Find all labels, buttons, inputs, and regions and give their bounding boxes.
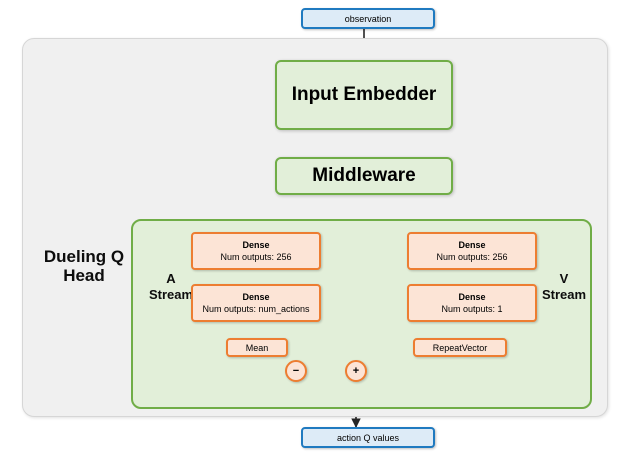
dueling-q-head-label-line1: Dueling Q: [43, 247, 125, 266]
action-q-values-node[interactable]: action Q values: [301, 427, 435, 448]
v-dense-256-detail: Num outputs: 256: [436, 252, 508, 262]
v-dense-1-title: Dense: [458, 292, 486, 302]
action-q-values-label: action Q values: [336, 432, 400, 443]
mean-label: Mean: [245, 342, 269, 353]
add-operator[interactable]: +: [345, 360, 367, 382]
a-dense-256-title: Dense: [242, 240, 270, 250]
v-dense-1-node[interactable]: Dense Num outputs: 1: [407, 284, 537, 322]
a-dense-num-actions-title: Dense: [242, 292, 270, 302]
dueling-q-head-label-line2: Head: [63, 266, 105, 285]
a-dense-num-actions-node[interactable]: Dense Num outputs: num_actions: [191, 284, 321, 322]
subtract-operator[interactable]: −: [285, 360, 307, 382]
middleware-node[interactable]: Middleware: [275, 157, 453, 195]
v-dense-256-title: Dense: [458, 240, 486, 250]
input-embedder-node[interactable]: Input Embedder: [275, 60, 453, 130]
observation-node[interactable]: observation: [301, 8, 435, 29]
input-embedder-label: Input Embedder: [291, 84, 437, 105]
v-stream-label: V Stream: [534, 271, 594, 303]
v-dense-1-detail: Num outputs: 1: [441, 304, 503, 314]
a-stream-label-line2: Stream: [148, 287, 194, 302]
mean-node[interactable]: Mean: [226, 338, 288, 357]
a-dense-256-detail: Num outputs: 256: [220, 252, 292, 262]
subtract-symbol: −: [292, 365, 300, 377]
middleware-label: Middleware: [312, 165, 416, 186]
a-dense-256-node[interactable]: Dense Num outputs: 256: [191, 232, 321, 270]
a-stream-label: A Stream: [143, 271, 199, 303]
v-stream-label-line1: V: [559, 271, 569, 286]
a-dense-num-actions-detail: Num outputs: num_actions: [202, 304, 310, 314]
repeat-vector-node[interactable]: RepeatVector: [413, 338, 507, 357]
v-stream-label-line2: Stream: [541, 287, 587, 302]
repeat-vector-label: RepeatVector: [432, 342, 488, 353]
dueling-q-head-label: Dueling Q Head: [34, 247, 134, 285]
observation-label: observation: [344, 13, 392, 24]
v-dense-256-node[interactable]: Dense Num outputs: 256: [407, 232, 537, 270]
a-stream-label-line1: A: [166, 271, 176, 286]
add-symbol: +: [352, 365, 360, 377]
